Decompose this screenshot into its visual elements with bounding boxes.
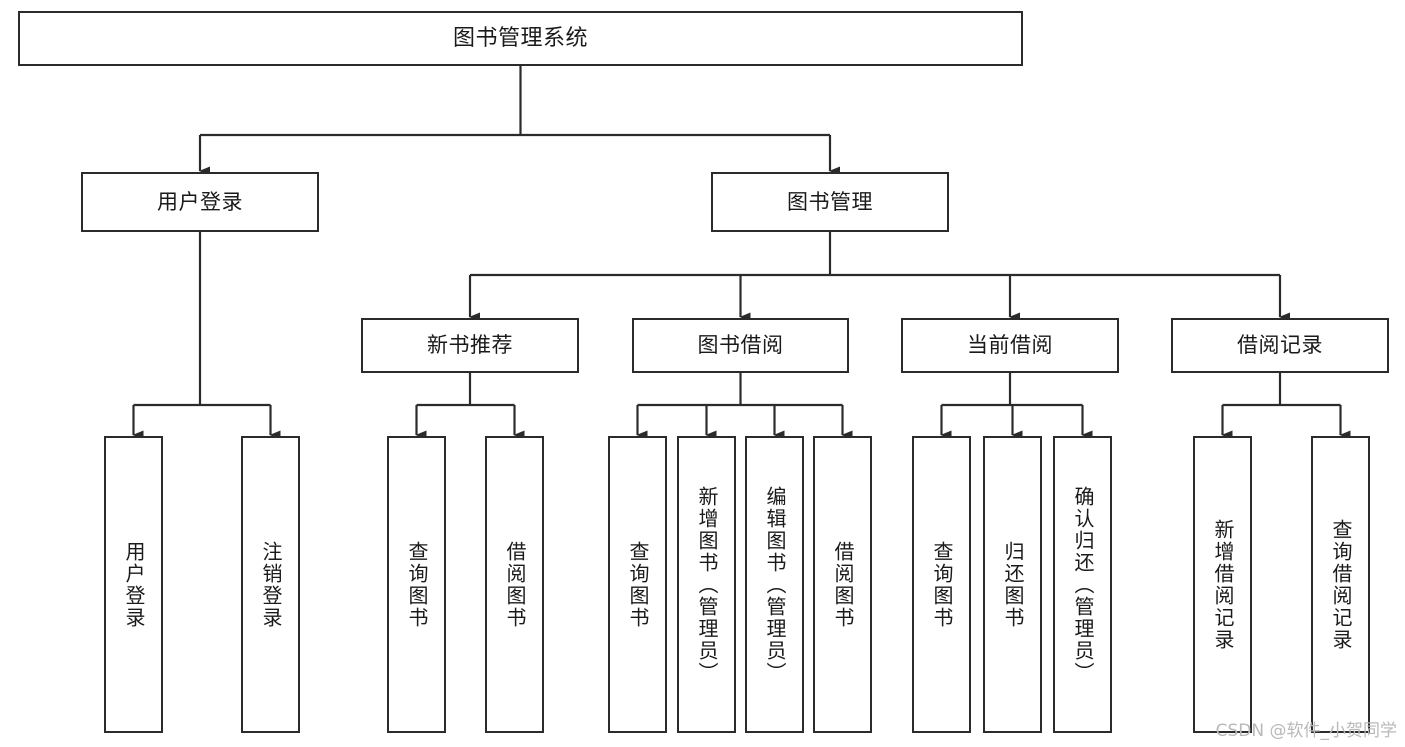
node-leaf-borrow-book-1[interactable]: 借阅图书 bbox=[485, 436, 544, 733]
node-label: 归还图书 bbox=[1001, 540, 1025, 629]
node-new-book-rec[interactable]: 新书推荐 bbox=[361, 318, 579, 373]
node-leaf-user-login[interactable]: 用户登录 bbox=[104, 436, 163, 733]
node-label: 确认归还（管理员） bbox=[1071, 485, 1095, 684]
node-leaf-query-book-3[interactable]: 查询图书 bbox=[912, 436, 971, 733]
node-book-borrow[interactable]: 图书借阅 bbox=[632, 318, 849, 373]
node-leaf-return-book[interactable]: 归还图书 bbox=[983, 436, 1042, 733]
node-label: 新书推荐 bbox=[427, 333, 513, 358]
node-leaf-add-record[interactable]: 新增借阅记录 bbox=[1193, 436, 1252, 733]
node-label: 借阅记录 bbox=[1237, 333, 1323, 358]
node-label: 当前借阅 bbox=[967, 333, 1053, 358]
node-book-manage[interactable]: 图书管理 bbox=[711, 172, 949, 232]
node-label: 借阅图书 bbox=[831, 540, 855, 629]
node-label: 注销登录 bbox=[259, 540, 283, 629]
node-user-login[interactable]: 用户登录 bbox=[81, 172, 319, 232]
node-label: 用户登录 bbox=[122, 540, 146, 629]
node-label: 图书管理系统 bbox=[452, 25, 588, 51]
node-leaf-query-book-2[interactable]: 查询图书 bbox=[608, 436, 667, 733]
node-label: 图书管理 bbox=[787, 189, 873, 214]
node-label: 新增图书（管理员） bbox=[695, 485, 719, 684]
node-label: 图书借阅 bbox=[697, 333, 784, 358]
node-label: 查询图书 bbox=[930, 540, 954, 629]
node-label: 用户登录 bbox=[157, 189, 243, 214]
node-label: 查询图书 bbox=[626, 540, 650, 629]
node-label: 编辑图书（管理员） bbox=[763, 485, 787, 684]
node-leaf-query-book-1[interactable]: 查询图书 bbox=[387, 436, 446, 733]
node-leaf-edit-book[interactable]: 编辑图书（管理员） bbox=[745, 436, 804, 733]
node-leaf-add-book[interactable]: 新增图书（管理员） bbox=[677, 436, 736, 733]
node-leaf-query-record[interactable]: 查询借阅记录 bbox=[1311, 436, 1370, 733]
node-root[interactable]: 图书管理系统 bbox=[18, 11, 1023, 66]
node-leaf-confirm-return[interactable]: 确认归还（管理员） bbox=[1053, 436, 1112, 733]
node-current-borrow[interactable]: 当前借阅 bbox=[901, 318, 1119, 373]
node-leaf-borrow-book-2[interactable]: 借阅图书 bbox=[813, 436, 872, 733]
node-label: 借阅图书 bbox=[503, 540, 527, 629]
watermark: CSDN @软件_小贺同学 bbox=[1215, 721, 1397, 741]
node-leaf-logout[interactable]: 注销登录 bbox=[241, 436, 300, 733]
node-label: 查询图书 bbox=[405, 540, 429, 629]
node-label: 新增借阅记录 bbox=[1211, 518, 1235, 651]
node-label: 查询借阅记录 bbox=[1329, 518, 1353, 651]
node-borrow-record[interactable]: 借阅记录 bbox=[1171, 318, 1389, 373]
